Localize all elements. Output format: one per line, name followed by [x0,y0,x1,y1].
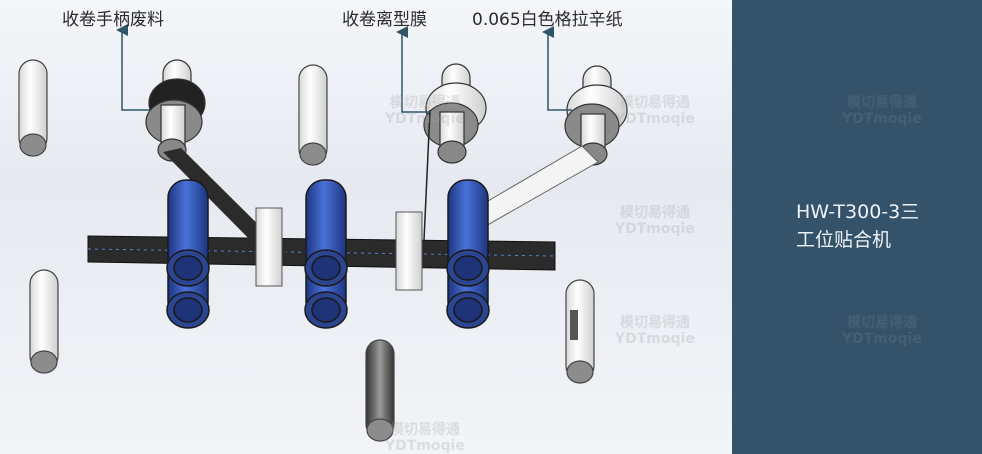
machine-title: HW-T300-3三 工位贴合机 [796,198,919,254]
label-glassine-paper: 0.065白色格拉辛纸 [472,10,623,30]
machine-type: 工位贴合机 [796,229,892,251]
callout-leaders [116,24,572,113]
diagram-drawing [18,24,628,442]
idler-rods [18,59,595,442]
label-release-film-rewind: 收卷离型膜 [342,10,427,30]
machine-model: HW-T300-3三 [796,201,920,223]
guide-block [255,207,283,287]
laminating-rollers [166,179,490,329]
guide-block [395,211,423,291]
label-waste-rewind: 收卷手柄废料 [62,10,164,30]
rewind-rollers [145,59,628,166]
release-film-line [423,109,431,241]
